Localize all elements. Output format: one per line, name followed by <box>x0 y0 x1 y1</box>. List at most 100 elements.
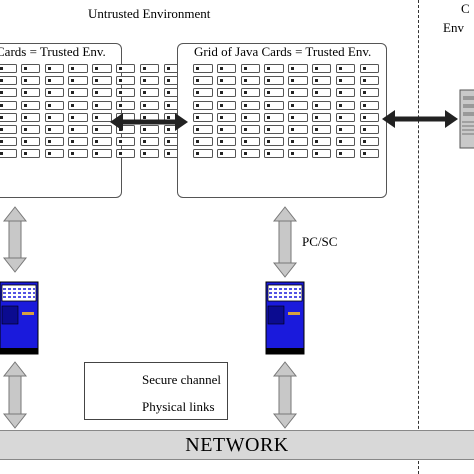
java-card-icon <box>335 64 356 73</box>
java-card-icon <box>44 64 65 73</box>
java-card-icon <box>288 76 308 86</box>
java-card-icon <box>44 112 65 122</box>
java-card-icon <box>193 149 213 159</box>
java-card-icon <box>311 124 332 134</box>
java-card-icon <box>193 124 213 134</box>
java-card-icon <box>264 64 284 73</box>
java-card-icon <box>20 149 41 159</box>
java-card-icon <box>288 124 308 134</box>
java-card-icon <box>240 76 261 86</box>
java-card-icon <box>44 137 65 147</box>
java-card-icon <box>311 149 332 159</box>
java-card-icon <box>68 149 88 159</box>
java-card-icon <box>193 100 213 110</box>
java-card-icon <box>335 124 356 134</box>
java-card-icon <box>20 88 41 98</box>
java-card-icon <box>115 76 136 86</box>
right-grid-label: Grid of Java Cards = Trusted Env. <box>194 44 372 59</box>
java-card-icon <box>335 88 356 98</box>
java-card-icon <box>44 149 65 159</box>
physical-link-left-lower <box>2 361 28 429</box>
right-card-array <box>193 64 380 159</box>
java-card-icon <box>139 149 160 159</box>
java-card-icon <box>359 149 380 159</box>
untrusted-environment-title: Untrusted Environment <box>88 6 211 21</box>
java-card-icon <box>240 88 261 98</box>
java-card-icon <box>68 88 88 98</box>
java-card-icon <box>264 100 284 110</box>
java-card-icon <box>264 88 284 98</box>
network-label: NETWORK <box>185 434 289 456</box>
java-card-icon <box>288 149 308 159</box>
java-card-icon <box>92 124 112 134</box>
java-card-icon <box>0 124 17 134</box>
java-card-icon <box>216 76 237 86</box>
java-card-icon <box>264 124 284 134</box>
java-card-icon <box>44 76 65 86</box>
left-card-grid: Cards = Trusted Env. <box>0 43 184 198</box>
java-card-icon <box>20 100 41 110</box>
left-grid-label: Cards = Trusted Env. <box>0 44 106 59</box>
java-card-icon <box>335 112 356 122</box>
java-card-icon <box>288 112 308 122</box>
client-environment-title-line2: Env <box>443 20 464 35</box>
java-card-icon <box>240 149 261 159</box>
pcsc-link-label: PC/SC <box>302 234 338 249</box>
java-card-icon <box>0 64 17 73</box>
legend-physical-label: Physical links <box>142 399 215 414</box>
java-card-icon <box>311 112 332 122</box>
java-card-icon <box>92 112 112 122</box>
java-card-icon <box>311 64 332 73</box>
java-card-icon <box>20 64 41 73</box>
java-card-icon <box>68 124 88 134</box>
java-card-icon <box>20 112 41 122</box>
java-card-icon <box>0 88 17 98</box>
physical-link-right-lower <box>272 361 298 429</box>
network-bar: NETWORK <box>0 430 474 460</box>
client-environment-title-line1: C <box>461 1 470 16</box>
java-card-icon <box>335 76 356 86</box>
physical-link-left-upper <box>2 206 28 273</box>
java-card-icon <box>139 76 160 86</box>
java-card-icon <box>115 64 136 73</box>
java-card-icon <box>216 100 237 110</box>
java-card-icon <box>193 112 213 122</box>
java-card-icon <box>359 64 380 73</box>
java-card-icon <box>359 137 380 147</box>
java-card-icon <box>44 124 65 134</box>
java-card-icon <box>20 76 41 86</box>
java-card-icon <box>216 64 237 73</box>
java-card-icon <box>92 88 112 98</box>
java-card-icon <box>240 124 261 134</box>
java-card-icon <box>0 149 17 159</box>
java-card-icon <box>92 64 112 73</box>
java-card-icon <box>115 124 136 134</box>
java-card-icon <box>0 137 17 147</box>
java-card-icon <box>92 76 112 86</box>
java-card-icon <box>193 137 213 147</box>
legend-box: Secure channel Physical links <box>84 362 228 420</box>
secure-channel-arrow-client <box>382 110 458 128</box>
java-card-icon <box>216 124 237 134</box>
server-tower-icon <box>265 281 305 355</box>
java-card-icon <box>288 100 308 110</box>
secure-channel-arrow-grids <box>110 113 188 131</box>
java-card-icon <box>288 64 308 73</box>
java-card-icon <box>359 88 380 98</box>
java-card-icon <box>139 64 160 73</box>
server-tower-icon <box>0 281 39 355</box>
java-card-icon <box>139 137 160 147</box>
java-card-icon <box>68 76 88 86</box>
java-card-icon <box>264 76 284 86</box>
java-card-icon <box>264 149 284 159</box>
legend-secure-label: Secure channel <box>142 372 222 387</box>
java-card-icon <box>68 112 88 122</box>
environment-divider <box>418 0 419 474</box>
client-computer-icon <box>459 89 474 149</box>
java-card-icon <box>216 112 237 122</box>
physical-link-right-upper <box>272 206 298 278</box>
java-card-icon <box>68 64 88 73</box>
java-card-icon <box>335 149 356 159</box>
java-card-icon <box>115 149 136 159</box>
